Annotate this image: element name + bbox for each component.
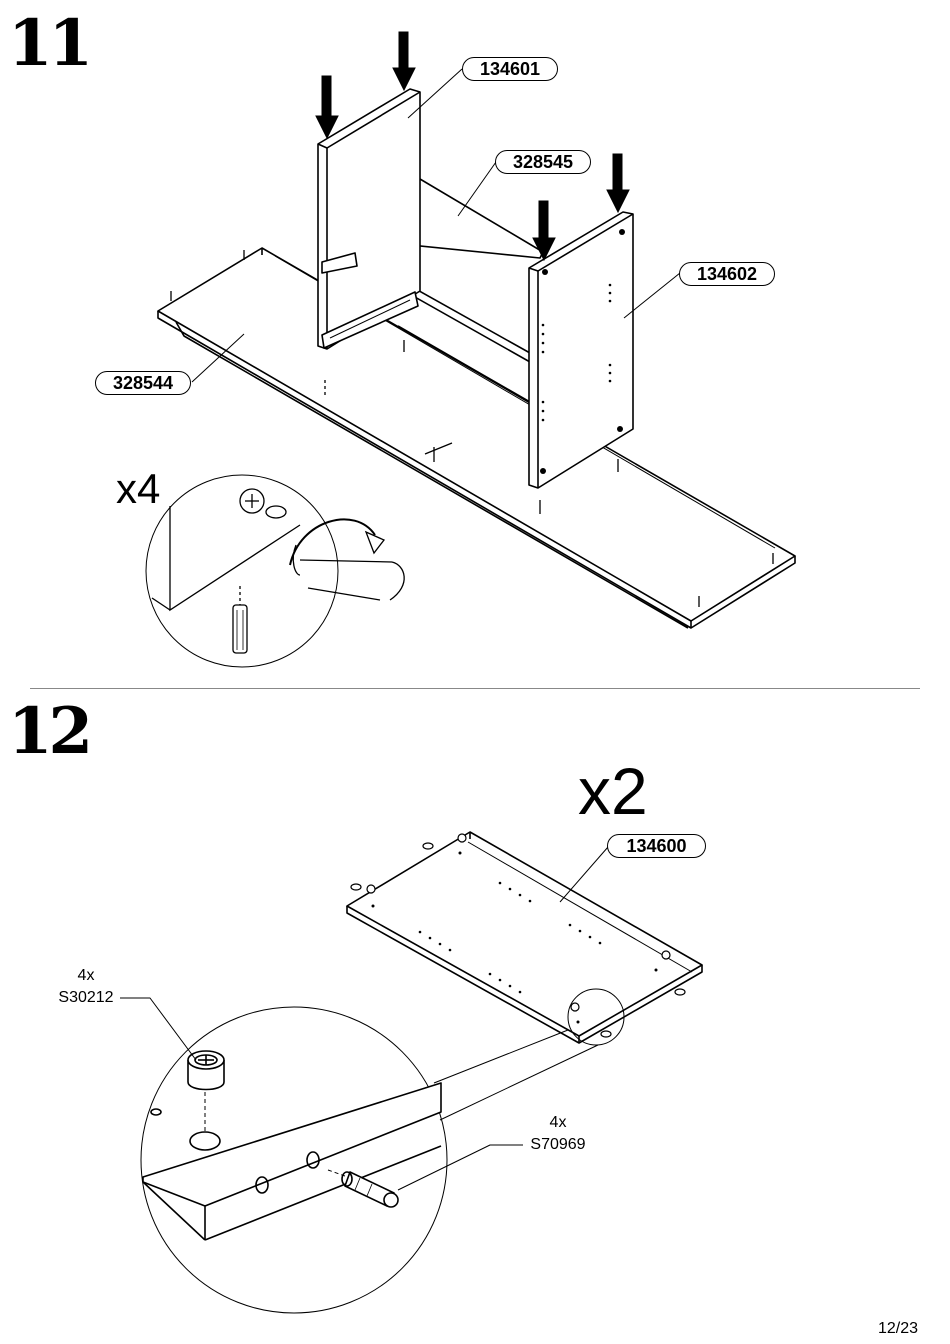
step-12-number: 12	[8, 694, 93, 769]
leader-lines	[191, 68, 681, 383]
step-12-diagram	[120, 831, 703, 1314]
step-11-diagram	[145, 31, 796, 668]
part-label-328545: 328545	[495, 150, 591, 174]
step-11-quantity: x4	[116, 465, 161, 512]
step-12-quantity: x2	[578, 754, 648, 828]
page-number: 12/23	[877, 1320, 918, 1337]
part-label-328544: 328544	[95, 371, 191, 395]
hardware-qty-s70969: 4x	[549, 1114, 567, 1131]
detail-cam-and-dowel	[140, 1006, 448, 1314]
hardware-code-s70969: S70969	[530, 1136, 586, 1153]
part-label-134601: 134601	[462, 57, 558, 81]
board-fittings	[170, 250, 774, 607]
arrow-down-icon	[315, 31, 630, 262]
hardware-qty-s30212: 4x	[77, 967, 95, 984]
panel-134600	[346, 831, 703, 1044]
detail-cam-lock-tightening	[145, 474, 405, 668]
side-panel-134602	[528, 211, 634, 489]
bottom-board-328544	[157, 247, 796, 629]
step-divider	[30, 688, 920, 689]
part-label-134600: 134600	[607, 834, 706, 858]
panel-holes	[371, 851, 658, 1024]
panel-holes	[540, 229, 625, 474]
hardware-code-s30212: S30212	[58, 989, 114, 1006]
side-panel-134601	[317, 88, 421, 350]
part-label-134602: 134602	[679, 262, 775, 286]
panel-dowels	[350, 833, 686, 1038]
step-11-number: 11	[8, 6, 93, 81]
